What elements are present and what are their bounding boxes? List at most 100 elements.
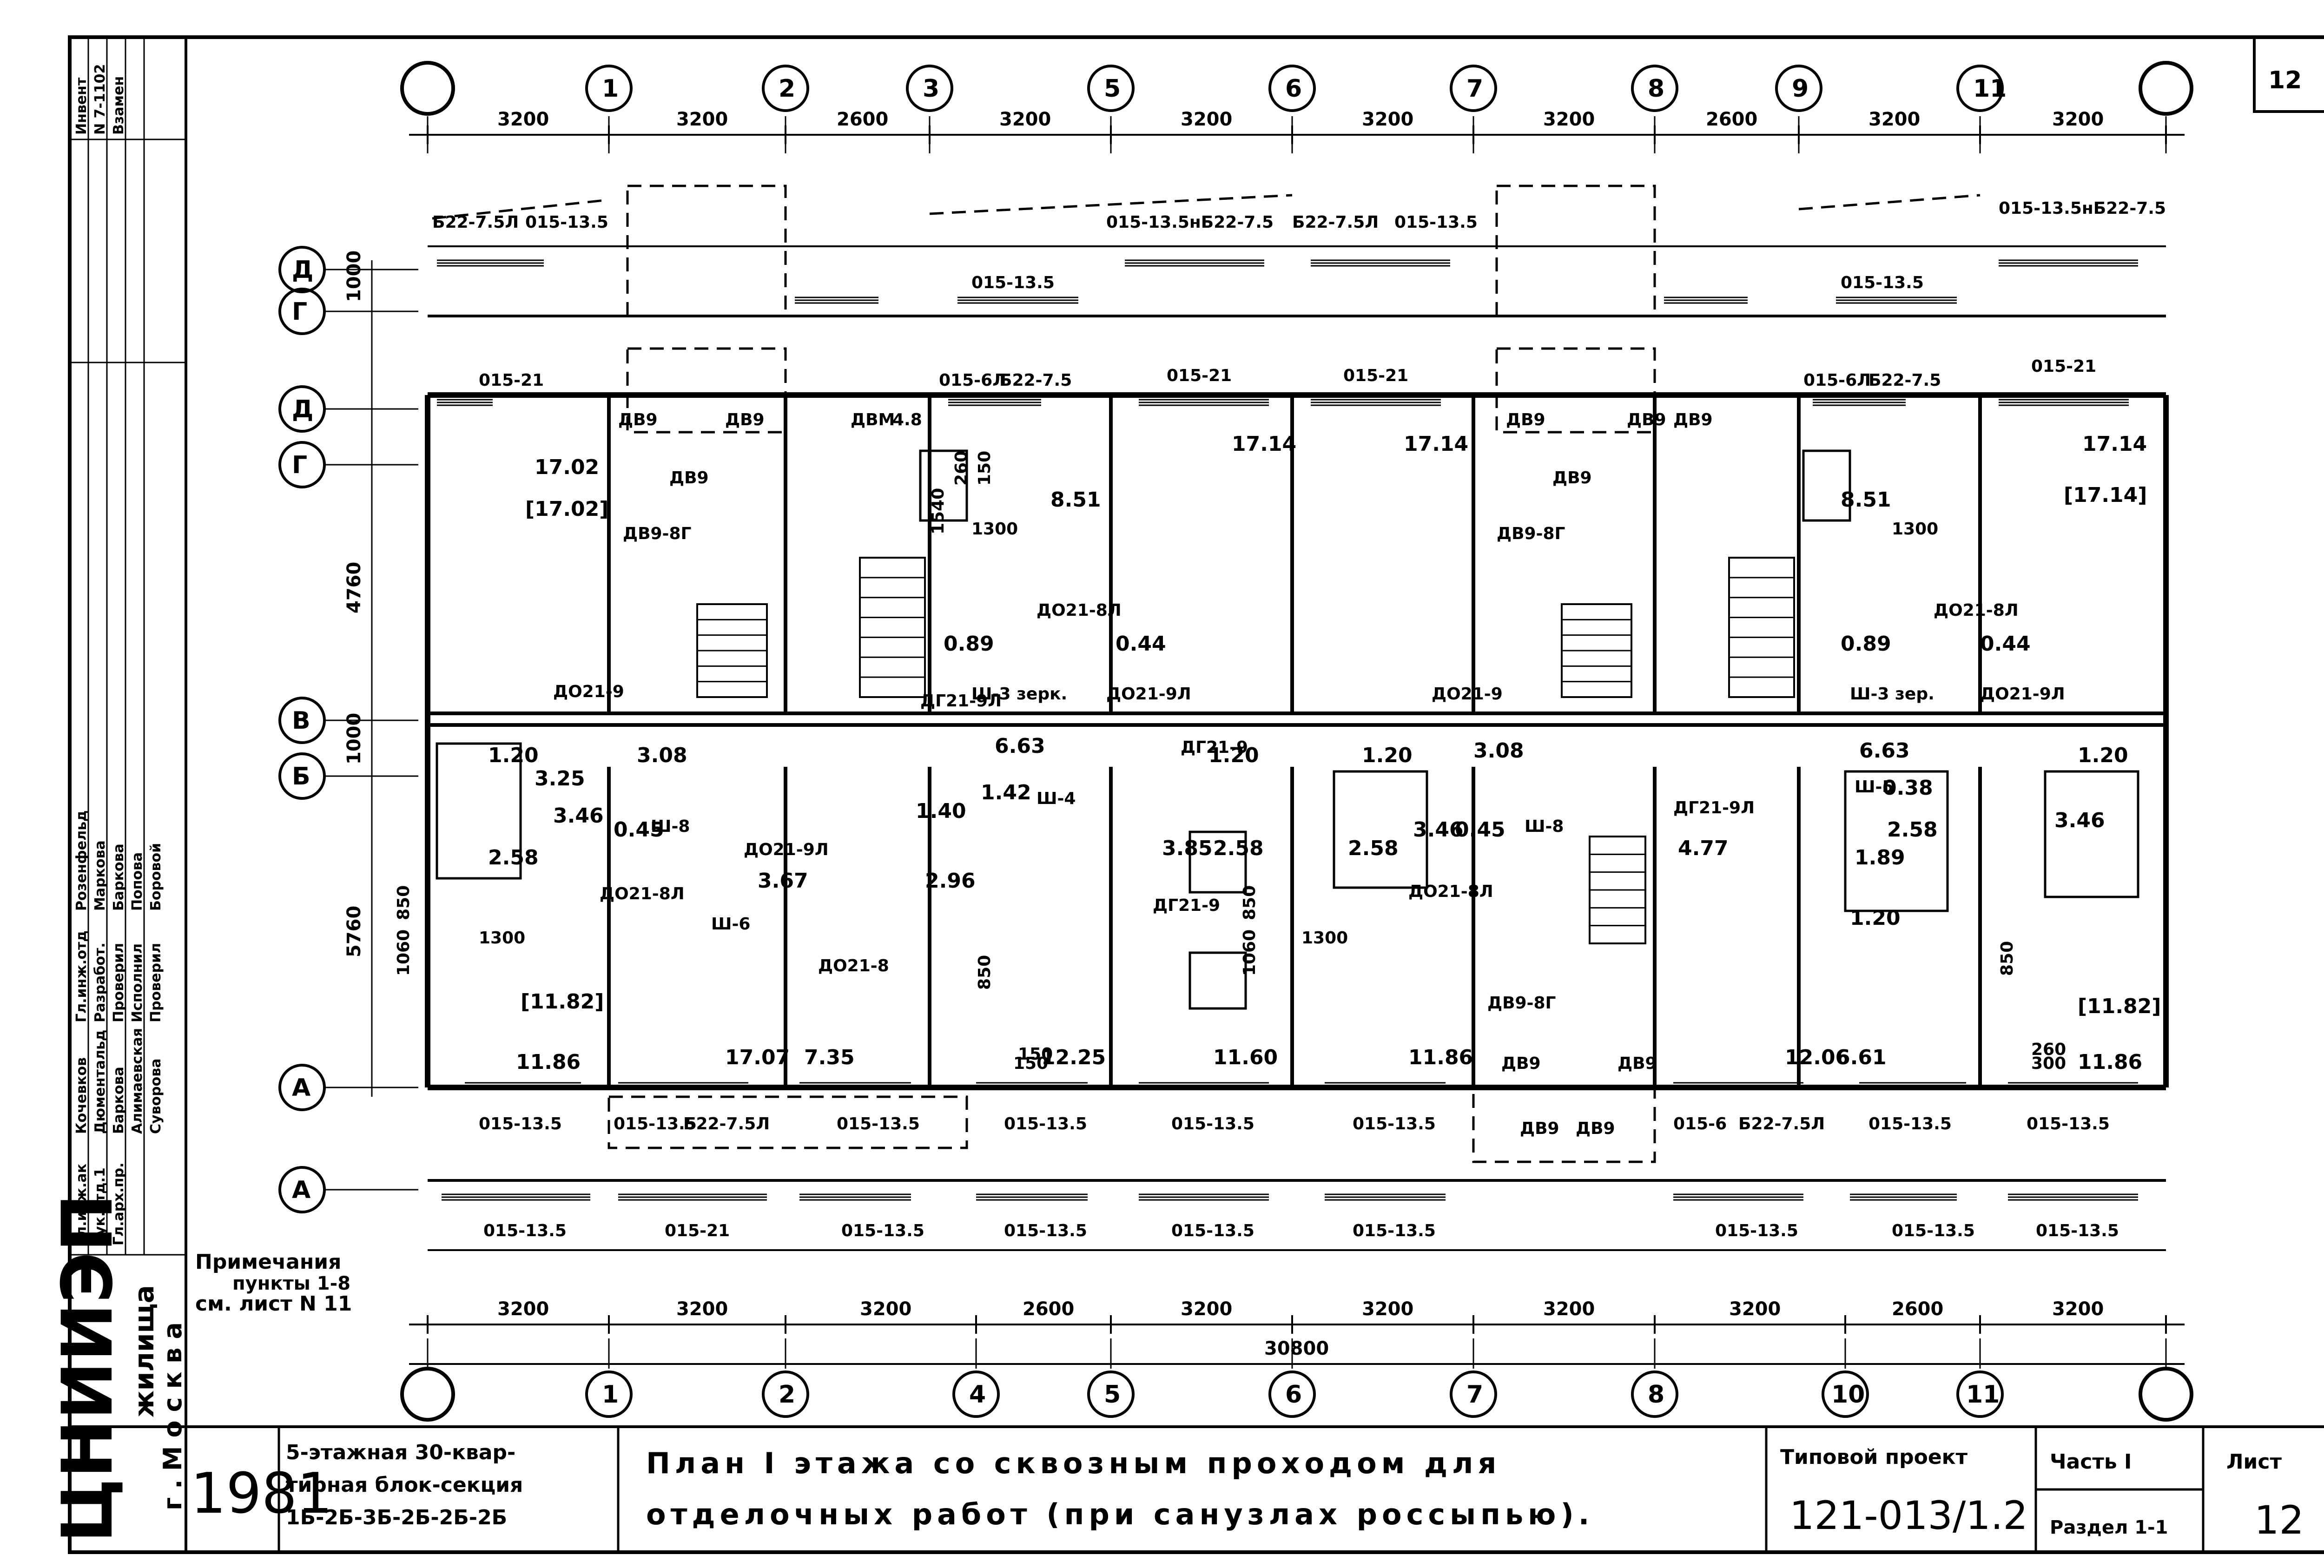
sanitary-box xyxy=(436,742,522,880)
axis-label-row: Д xyxy=(292,395,313,423)
axis-label-row: А xyxy=(292,1176,310,1204)
door-mark: Ш-8 xyxy=(1525,817,1564,836)
small-dim: 150 xyxy=(975,451,994,486)
axis-bubble-bottom-right xyxy=(2139,1367,2193,1422)
window-mark-bottom2: 015-13.5 xyxy=(1171,1221,1254,1240)
dim-total: 30800 xyxy=(1264,1338,1329,1359)
door-mark: Ш-5 xyxy=(1855,777,1894,797)
axis-bubble-top xyxy=(1450,65,1497,112)
dim-bottom: 3200 xyxy=(1181,1298,1232,1320)
tb-desc-2: тирная блок-секция xyxy=(286,1473,523,1497)
stamp-cell: Гл.инж.ак xyxy=(73,1164,90,1245)
window-mark-top2: 015-6Л xyxy=(939,371,1006,390)
small-dim: 1300 xyxy=(1892,520,1938,539)
dashed-roof xyxy=(1798,194,1981,211)
room-area: 12.25 xyxy=(1041,1046,1106,1069)
dim-left: 1000 xyxy=(343,250,365,302)
room-area: 0.44 xyxy=(1980,632,2031,656)
dim-bottom: 2600 xyxy=(1023,1298,1074,1320)
axis-label-row: Г xyxy=(292,451,307,479)
dashed-outline xyxy=(1495,184,1656,317)
axis-label-bottom: 5 xyxy=(1104,1381,1121,1409)
room-area: 0.38 xyxy=(1882,776,1933,800)
stamp-cell: Разработ. xyxy=(92,942,108,1022)
sheet-number-box xyxy=(2253,36,2324,113)
axis-label-top: 9 xyxy=(1792,75,1809,103)
small-dim: 1540 xyxy=(929,488,948,534)
room-area: 11.86 xyxy=(2078,1050,2142,1074)
dim-top: 3200 xyxy=(1362,109,1413,130)
door-mark: ДВ9 xyxy=(1506,410,1545,429)
window-mark-top2: 015-21 xyxy=(1167,366,1232,385)
door-mark: ДГ21-9Л xyxy=(920,692,1002,711)
room-area: 0.89 xyxy=(944,632,994,656)
small-dim: 260 xyxy=(952,451,971,486)
window-mark-top2: 015-21 xyxy=(1343,366,1408,385)
stamp-cell: Алимаевская xyxy=(129,1028,145,1134)
dim-top: 2600 xyxy=(837,109,888,130)
door-mark: ДГ21-9 xyxy=(1181,738,1248,757)
room-area: 17.07 xyxy=(725,1046,790,1069)
room-area: 2.58 xyxy=(1213,837,1264,860)
axis-label-row: Б xyxy=(292,763,310,791)
sanitary-box xyxy=(1802,449,1851,522)
window-mark-top1: Б22-7.5Л xyxy=(1292,213,1379,232)
dashed-roof xyxy=(929,194,1293,215)
axis-label-row: В xyxy=(292,707,310,735)
dashed-outline xyxy=(626,184,787,317)
room-area: 0.44 xyxy=(1116,632,1166,656)
stamp-cell: Гл.инж.отд xyxy=(73,930,90,1022)
room-area: 2.58 xyxy=(1348,837,1399,860)
axis-bubble-bottom-left xyxy=(400,1367,455,1422)
tb-part: Часть I xyxy=(2050,1450,2132,1474)
room-area: 1.20 xyxy=(1208,744,1259,767)
dashed-outline xyxy=(1495,347,1656,434)
axis-bubble-bottom xyxy=(762,1370,809,1418)
door-mark: ДГ21-9 xyxy=(1153,896,1220,915)
stamp-city: г.Москва xyxy=(158,1314,187,1510)
stamp-cell: Баркова xyxy=(111,1067,127,1134)
small-dim: 850 xyxy=(1998,941,2017,976)
axis-bubble-top xyxy=(1775,65,1822,112)
door-mark: 4.8 xyxy=(892,410,922,429)
stamp-invent: Инвент xyxy=(73,77,90,135)
door-mark: ДВ9 xyxy=(1501,1054,1541,1073)
room-area: 4.77 xyxy=(1678,837,1729,860)
room-area: 3.46 xyxy=(1413,818,1464,842)
room-area: 3.85 xyxy=(1162,837,1213,860)
room-area: 1.42 xyxy=(981,781,1031,804)
room-area: 1.89 xyxy=(1855,846,1905,870)
tb-sheet-no: 12 xyxy=(2254,1497,2304,1543)
small-dim: 1300 xyxy=(479,929,525,948)
window-mark-top1: 015-13.5нБ22-7.5 xyxy=(1106,213,1274,232)
window-mark-bottom1: 015-13.5 xyxy=(2027,1114,2110,1133)
tb-desc-3: 1Б-2Б-3Б-2Б-2Б-2Б xyxy=(286,1506,507,1529)
axis-bubble-bottom xyxy=(952,1370,1000,1418)
tb-section: Раздел 1-1 xyxy=(2050,1517,2168,1538)
notes-title: Примечания xyxy=(195,1250,341,1274)
door-mark: ДВ9 xyxy=(1520,1119,1559,1138)
sheet-number: 12 xyxy=(2268,66,2302,94)
axis-label-bottom: 11 xyxy=(1966,1381,2000,1409)
small-dim: 260 xyxy=(2031,1040,2066,1059)
door-mark: ДО21-9Л xyxy=(744,840,829,859)
room-area: 1.20 xyxy=(2078,744,2128,767)
window-mark-bottom1: 015-13.5 xyxy=(1004,1114,1087,1133)
room-area: 3.46 xyxy=(2054,809,2105,832)
tb-sheet-label: Лист xyxy=(2226,1450,2282,1474)
dim-left: 4760 xyxy=(343,562,365,613)
small-dim: 1300 xyxy=(1301,929,1348,948)
axis-bubble-row xyxy=(278,697,326,744)
small-dim: 850 xyxy=(1240,885,1259,920)
room-area: 11.60 xyxy=(1213,1046,1278,1069)
dim-bottom: 3200 xyxy=(676,1298,728,1320)
window-mark-bottom2: 015-13.5 xyxy=(1353,1221,1436,1240)
notes-line1: пункты 1-8 xyxy=(232,1273,350,1294)
door-mark: Ш-8 xyxy=(651,817,690,836)
room-area: 1.40 xyxy=(916,799,966,823)
door-mark: ДВ9-8Г xyxy=(1487,994,1556,1013)
axis-label-bottom: 7 xyxy=(1466,1381,1483,1409)
room-area: 6.61 xyxy=(1836,1046,1887,1069)
small-dim: 1060 xyxy=(1240,929,1259,976)
